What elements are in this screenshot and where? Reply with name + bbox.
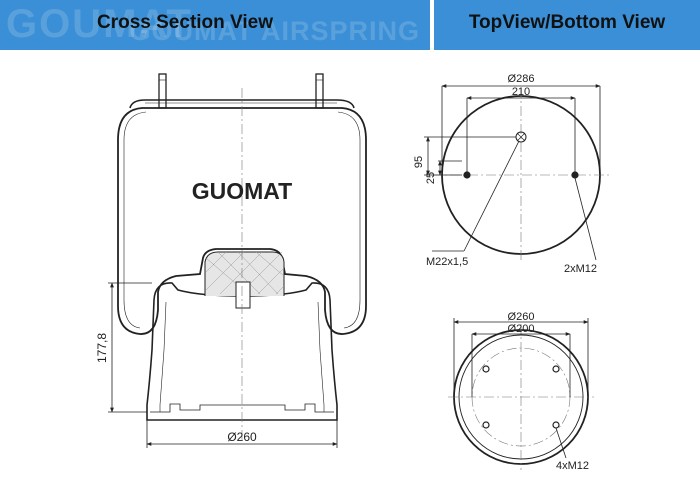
side-studs-label: 2xM12 <box>564 263 597 275</box>
header-cross-section: GOUMAT GOUMAT AIRSPRING Cross Section Vi… <box>0 0 430 50</box>
top-bottom-view-title: TopView/Bottom View <box>468 12 666 33</box>
bellows-outer <box>117 107 367 335</box>
bottom-studs-label: 4xM12 <box>556 460 589 472</box>
center-stud-label: M22x1,5 <box>426 256 468 268</box>
side-stud-right <box>571 171 579 179</box>
top-outer-diameter-label: Ø286 <box>508 73 535 85</box>
bottom-stud-1 <box>482 365 490 373</box>
base-diameter-label: Ø260 <box>227 430 257 444</box>
bolt-circle-label: Ø200 <box>508 323 535 335</box>
brand-label: GUOMAT <box>192 178 293 204</box>
height-dimension-label: 177,8 <box>95 333 109 363</box>
offset-dimensions <box>424 136 516 176</box>
offset-25-label: 25 <box>425 172 437 184</box>
cross-section-title: Cross Section View <box>97 12 273 33</box>
bottom-stud-leader <box>555 427 567 459</box>
cross-section-drawing <box>108 73 367 448</box>
leader-lines <box>432 140 597 261</box>
top-plate <box>129 99 355 109</box>
bottom-outer-diameter-label: Ø260 <box>508 311 535 323</box>
bottom-stud-4 <box>552 421 560 429</box>
watermark-text: GOUMAT <box>6 2 193 46</box>
bottom-stud-2 <box>552 365 560 373</box>
outer-diameter-dimension <box>441 84 601 175</box>
bottom-view-drawing <box>448 318 594 470</box>
watermark-text-secondary: GOUMAT AIRSPRING <box>129 16 420 46</box>
bolt-circle-dimension <box>471 332 571 397</box>
bottom-stud-3 <box>482 421 490 429</box>
center-bolt <box>235 281 251 309</box>
side-stud-left <box>463 171 471 179</box>
header-top-bottom-view: TopView/Bottom View <box>434 0 700 50</box>
top-view-drawing <box>424 84 610 262</box>
bottom-outer-diameter-dimension <box>453 318 589 397</box>
offset-95-label: 95 <box>413 156 425 168</box>
bolt-spacing-dimension <box>466 96 576 172</box>
bolt-spacing-label: 210 <box>512 86 530 98</box>
height-dimension <box>108 282 152 413</box>
bumper <box>204 251 285 296</box>
base-diameter-dimension <box>146 420 338 448</box>
